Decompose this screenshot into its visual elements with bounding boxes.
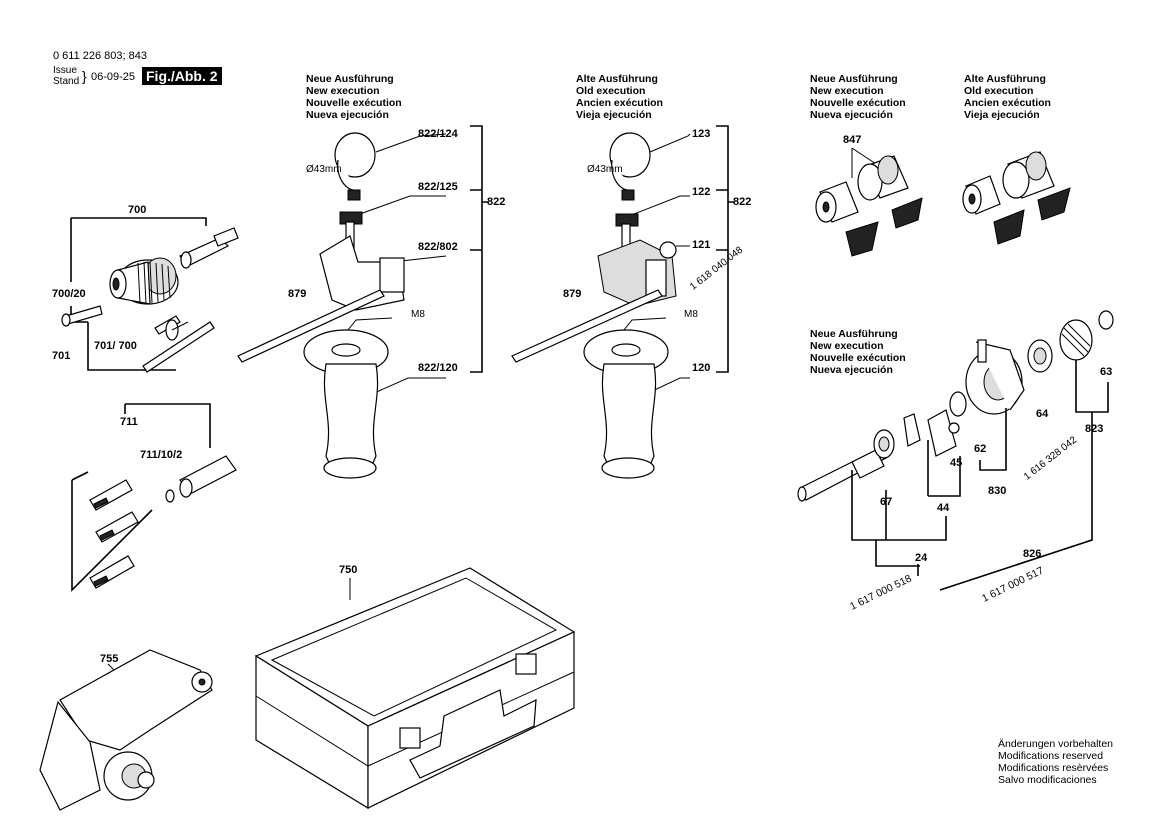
stand-label: Stand xyxy=(53,76,80,87)
label-diameter-old: Ø43mm xyxy=(587,164,623,175)
issue-label: Issue xyxy=(53,65,77,76)
label-823: 823 xyxy=(1085,423,1104,435)
screwdriver-bit-group xyxy=(71,403,237,592)
label-67: 67 xyxy=(880,496,893,508)
label-822-120: 822/120 xyxy=(418,362,458,374)
label-122: 122 xyxy=(692,186,711,198)
label-diameter-new: Ø43mm xyxy=(306,164,342,175)
label-121: 121 xyxy=(692,239,711,251)
angle-attachment xyxy=(39,649,213,811)
aux-handle-new-execution xyxy=(237,125,488,479)
label-701-700: 701/ 700 xyxy=(94,340,137,352)
label-822-802: 822/802 xyxy=(418,241,458,253)
bushing-847-new xyxy=(815,147,923,257)
label-755: 755 xyxy=(100,653,119,665)
label-711-10-2: 711/10/2 xyxy=(140,449,183,461)
label-45: 45 xyxy=(950,457,963,469)
label-63: 63 xyxy=(1100,366,1113,378)
label-701: 701 xyxy=(52,350,71,362)
figure-label: Fig./Abb. 2 xyxy=(142,67,222,85)
label-879-new: 879 xyxy=(288,288,307,300)
label-m8-new: M8 xyxy=(411,309,425,320)
label-826: 826 xyxy=(1023,548,1042,560)
part-number: 0 611 226 803; 843 xyxy=(53,50,147,62)
label-750: 750 xyxy=(339,564,358,576)
gear-assembly xyxy=(797,310,1114,591)
bushing-old xyxy=(962,151,1071,245)
label-822-new: 822 xyxy=(487,196,506,208)
label-m8-old: M8 xyxy=(684,309,698,320)
label-830: 830 xyxy=(988,485,1007,497)
label-847: 847 xyxy=(843,134,862,146)
label-120: 120 xyxy=(692,362,711,374)
label-879-old: 879 xyxy=(563,288,582,300)
label-44: 44 xyxy=(937,502,950,514)
label-62: 62 xyxy=(974,443,987,455)
label-700-20: 700/20 xyxy=(52,288,86,300)
label-711: 711 xyxy=(120,416,138,428)
aux-handle-old-execution xyxy=(511,125,734,479)
carrying-case xyxy=(254,567,576,810)
issue-brace: } xyxy=(82,68,87,84)
label-700: 700 xyxy=(128,204,147,216)
label-822-old: 822 xyxy=(733,196,752,208)
label-822-124: 822/124 xyxy=(418,128,458,140)
issue-date: 06-09-25 xyxy=(91,71,136,83)
label-24: 24 xyxy=(915,552,928,564)
footer-notes: Änderungen vorbehalten Modifications res… xyxy=(998,738,1114,786)
label-822-125: 822/125 xyxy=(418,181,458,193)
label-64: 64 xyxy=(1036,408,1049,420)
drill-chuck-group xyxy=(61,217,239,373)
label-123: 123 xyxy=(692,128,711,140)
